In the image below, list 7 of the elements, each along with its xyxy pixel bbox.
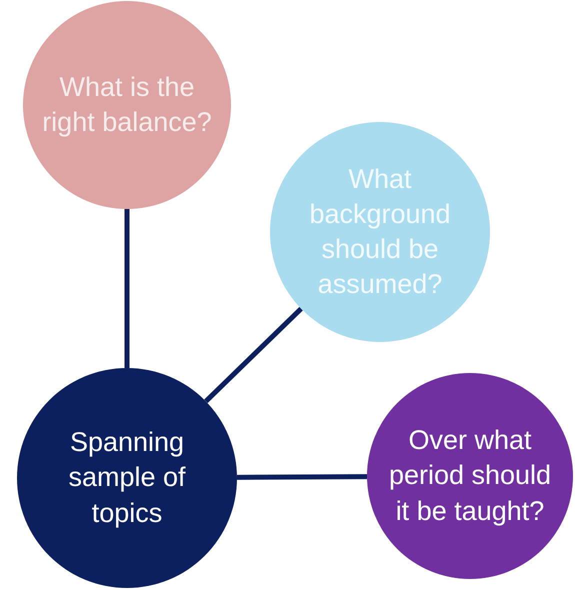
question-text: What is the right balance? xyxy=(41,70,213,139)
connector-line xyxy=(204,306,303,404)
question-text: Spanning sample of topics xyxy=(67,426,187,530)
question-text: What background should be assumed? xyxy=(308,162,452,302)
connector-line xyxy=(236,474,368,480)
question-text: Over what period should it be taught? xyxy=(388,424,552,528)
connector-line xyxy=(124,209,130,368)
